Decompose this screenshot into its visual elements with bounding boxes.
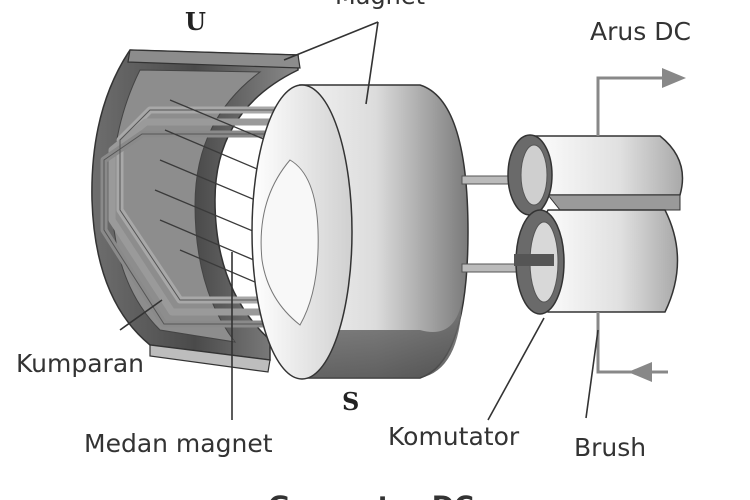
- diagram-caption: Generator DC: [268, 491, 474, 500]
- commutator-lower-ring: [514, 209, 679, 315]
- brush-label: Brush: [574, 433, 646, 462]
- south-pole-magnet: [251, 84, 469, 380]
- commutator-label: Komutator: [388, 422, 520, 451]
- current-out-arrow-icon: [662, 68, 686, 88]
- south-pole-label: S: [342, 387, 359, 416]
- coil-label: Kumparan: [16, 349, 144, 378]
- commutator-upper-ring: [507, 134, 684, 216]
- leader-lines: [119, 21, 599, 421]
- magnet-label: Magnet: [335, 0, 425, 10]
- magnetic-field-label: Medan magnet: [84, 429, 273, 458]
- north-pole-label: U: [185, 7, 206, 36]
- current-in-arrow-icon: [628, 362, 652, 382]
- dc-current-label: Arus DC: [590, 17, 691, 46]
